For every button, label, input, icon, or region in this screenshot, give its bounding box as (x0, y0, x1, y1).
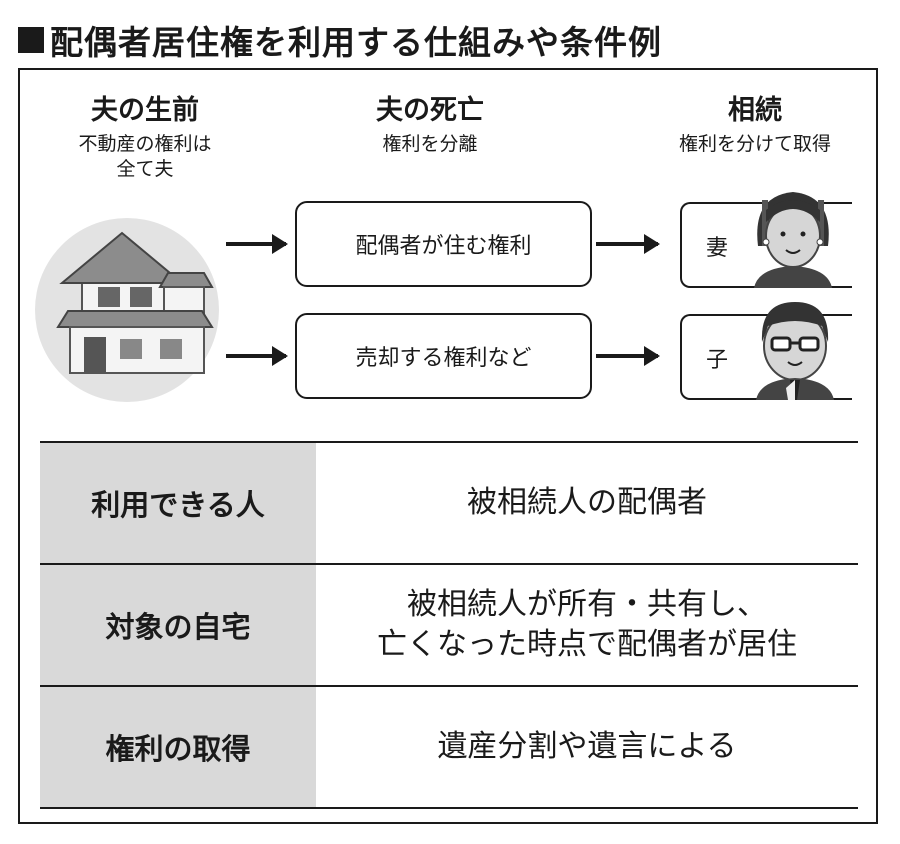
arrow-right-icon (226, 346, 288, 366)
row-label: 対象の自宅 (40, 565, 316, 685)
house-icon (32, 215, 222, 405)
table-row: 権利の取得 遺産分割や遺言による (40, 685, 858, 809)
stage-subtitle: 不動産の権利は 全て夫 (40, 132, 250, 182)
row-value-line: 被相続人の配偶者 (467, 485, 707, 520)
stage-subtitle: 権利を分離 (340, 132, 520, 157)
stage-death: 夫の死亡 権利を分離 (340, 94, 520, 157)
conditions-table: 利用できる人 被相続人の配偶者 対象の自宅 被相続人が所有・共有し、 亡くなった… (40, 441, 858, 809)
stage-subtitle-line: 全て夫 (116, 158, 174, 180)
row-value: 遺産分割や遺言による (316, 687, 858, 807)
arrow-right-icon (226, 234, 288, 254)
row-value-line: 被相続人が所有・共有し、 (407, 587, 767, 622)
stage-heading: 相続 (728, 95, 782, 126)
row-label: 利用できる人 (40, 443, 316, 563)
row-value-line: 遺産分割や遺言による (437, 729, 737, 764)
right-box-residence: 配偶者が住む権利 (295, 201, 592, 287)
row-label: 権利の取得 (40, 687, 316, 807)
heir-label-wife: 妻 (706, 236, 729, 261)
diagram-title: 配偶者居住権を利用する仕組みや条件例 (18, 12, 662, 68)
stage-before-death: 夫の生前 不動産の権利は 全て夫 (40, 94, 250, 182)
table-row: 利用できる人 被相続人の配偶者 (40, 441, 858, 563)
stage-heading: 夫の生前 (91, 95, 199, 126)
stage-heading: 夫の死亡 (376, 95, 484, 126)
wife-icon (748, 186, 838, 292)
stage-subtitle-line: 不動産の権利は (78, 133, 212, 155)
stage-subtitle: 権利を分けて取得 (650, 132, 860, 157)
child-icon (750, 296, 840, 404)
right-box-label: 配偶者が住む権利 (355, 234, 532, 259)
diagram-frame (18, 68, 878, 824)
stage-inheritance: 相続 権利を分けて取得 (650, 94, 860, 157)
heir-label-child: 子 (706, 348, 729, 373)
title-square-icon (18, 27, 44, 53)
row-value: 被相続人の配偶者 (316, 443, 858, 563)
stage-subtitle-line: 権利を分けて取得 (678, 133, 831, 155)
stage-subtitle-line: 権利を分離 (382, 133, 478, 155)
table-row: 対象の自宅 被相続人が所有・共有し、 亡くなった時点で配偶者が居住 (40, 563, 858, 685)
arrow-right-icon (596, 346, 660, 366)
right-box-label: 売却する権利など (355, 346, 532, 371)
title-text: 配偶者居住権を利用する仕組みや条件例 (50, 23, 662, 62)
right-box-sale: 売却する権利など (295, 313, 592, 399)
arrow-right-icon (596, 234, 660, 254)
row-value-line: 亡くなった時点で配偶者が居住 (377, 627, 797, 662)
row-value: 被相続人が所有・共有し、 亡くなった時点で配偶者が居住 (316, 565, 858, 685)
